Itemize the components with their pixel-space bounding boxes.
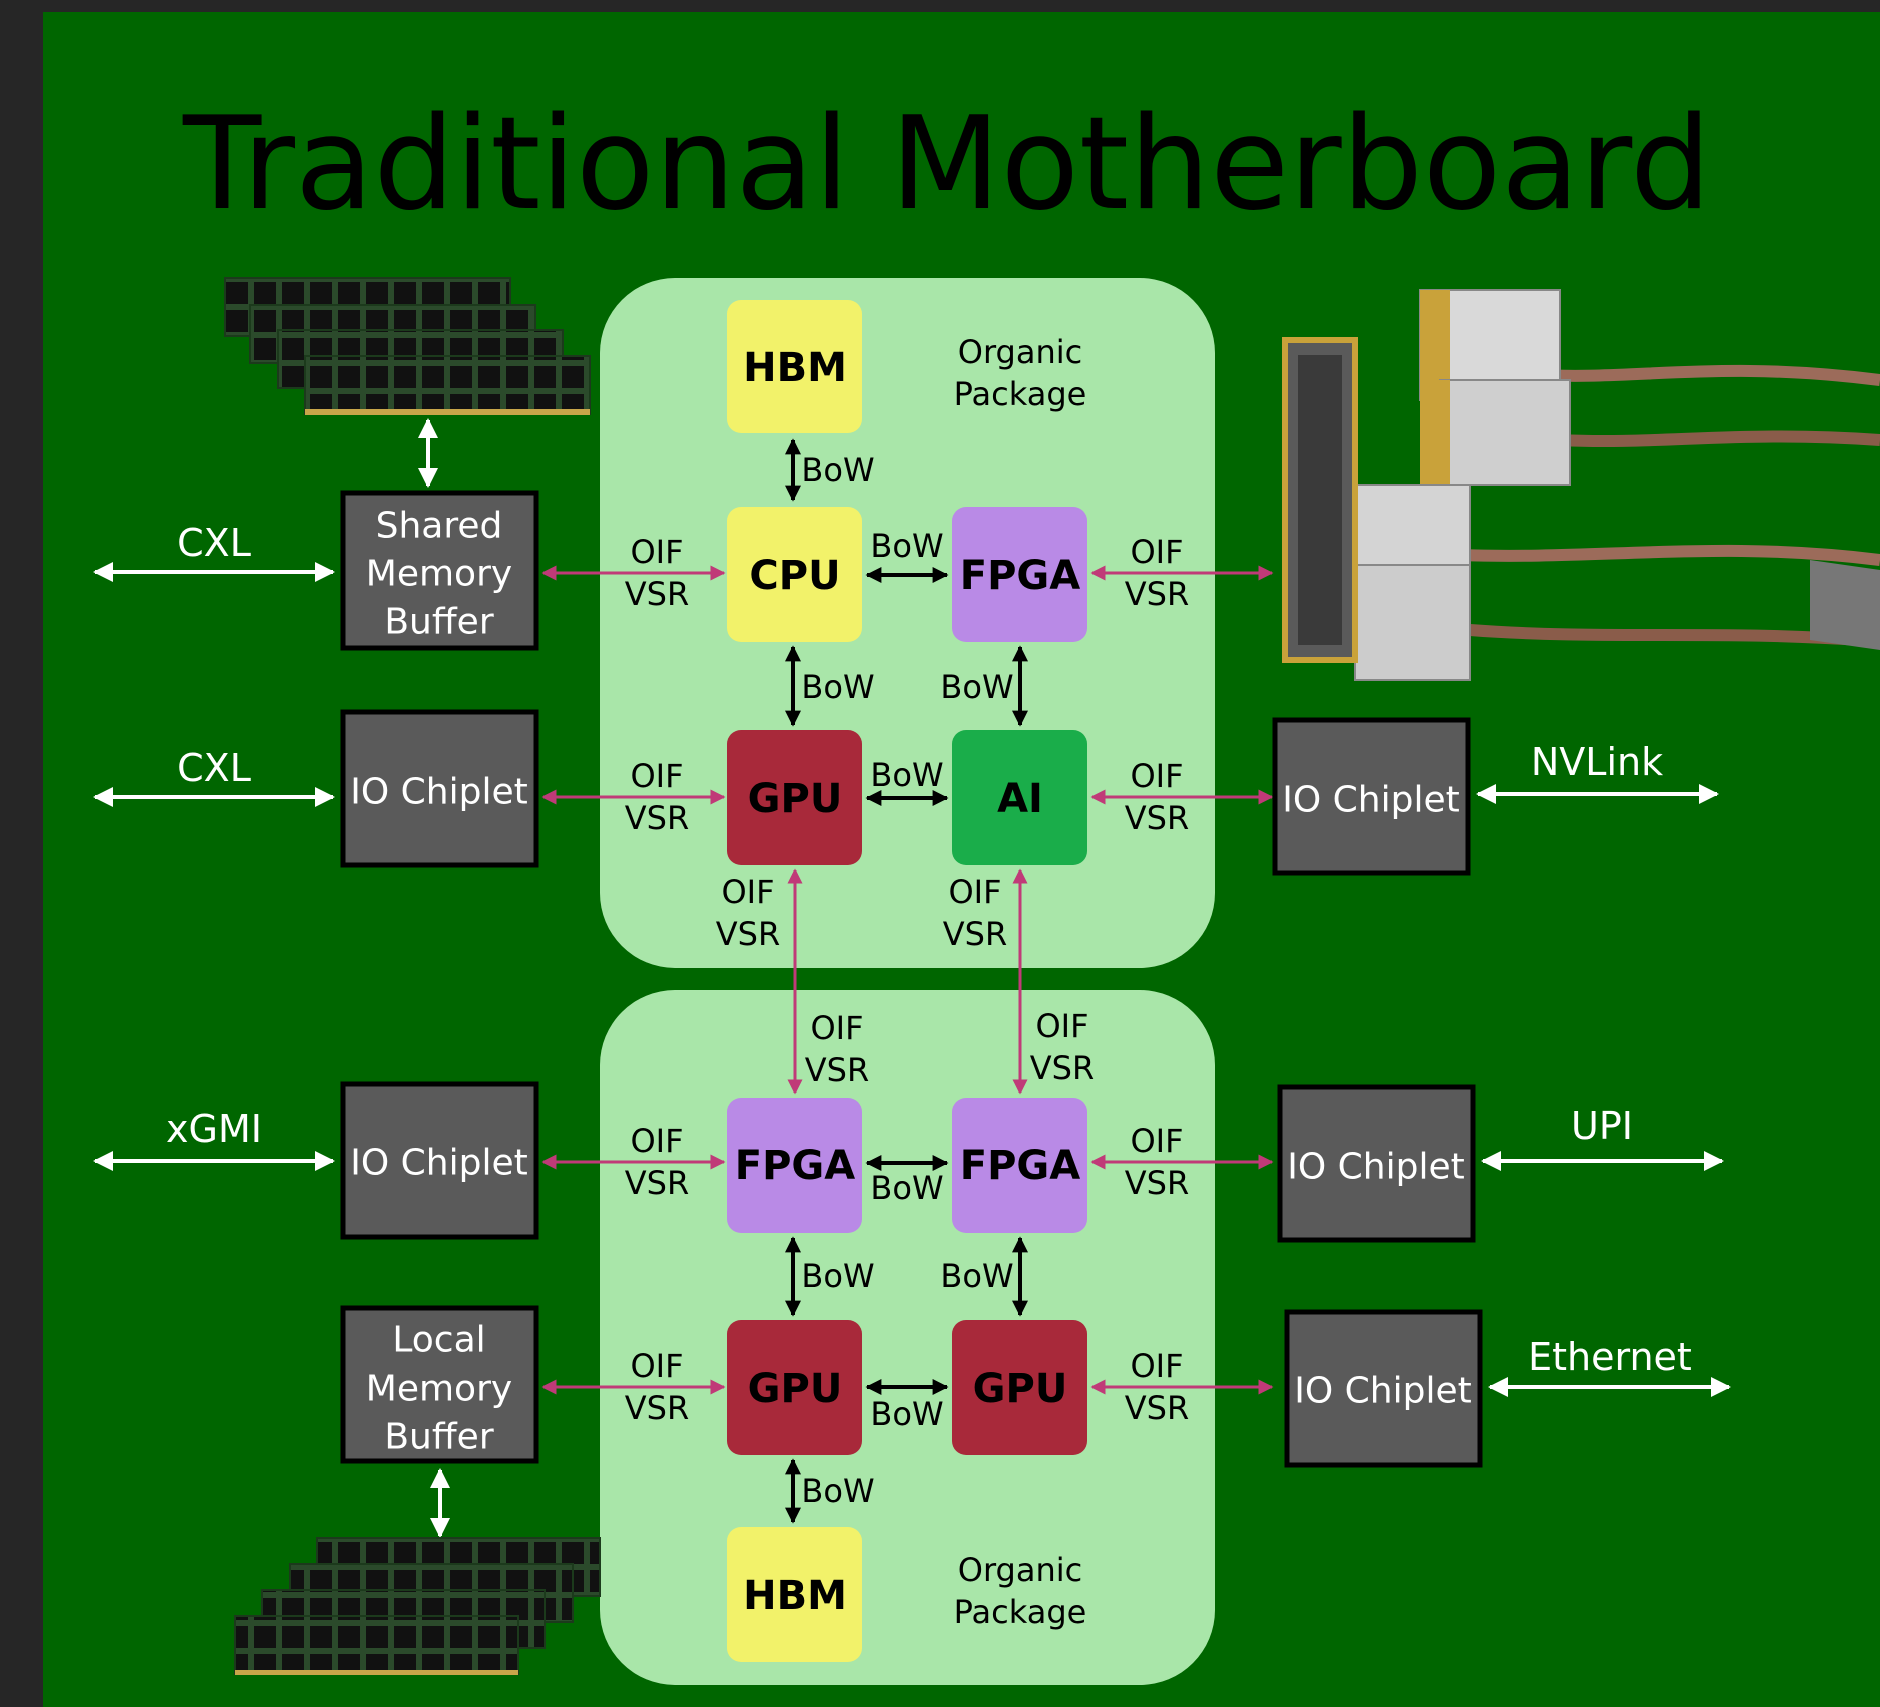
svg-text:OIF: OIF (1130, 757, 1183, 795)
dram-module-icon (225, 278, 590, 415)
svg-text:VSR: VSR (716, 915, 780, 953)
io-chiplet-left-1: IO Chiplet (343, 712, 536, 865)
svg-text:GPU: GPU (748, 776, 843, 822)
svg-text:GPU: GPU (748, 1366, 843, 1412)
svg-text:FPGA: FPGA (735, 1143, 855, 1189)
svg-text:OIF: OIF (721, 873, 774, 911)
svg-text:Local: Local (392, 1320, 485, 1361)
package-label-top-line2: Package (954, 375, 1087, 413)
svg-text:VSR: VSR (625, 1164, 689, 1202)
svg-text:VSR: VSR (625, 799, 689, 837)
upi-label: UPI (1571, 1104, 1633, 1148)
io-chiplet-right-2: IO Chiplet (1280, 1087, 1473, 1240)
organic-package-top (600, 278, 1215, 968)
svg-text:FPGA: FPGA (960, 1143, 1080, 1189)
svg-text:VSR: VSR (805, 1051, 869, 1089)
shared-memory-buffer: Shared Memory Buffer (343, 493, 536, 648)
bow-label: BoW (801, 1472, 874, 1510)
svg-text:OIF: OIF (630, 533, 683, 571)
svg-text:HBM: HBM (743, 345, 847, 391)
svg-text:HBM: HBM (743, 1573, 847, 1619)
package-label-top-line1: Organic (958, 333, 1082, 371)
bow-label: BoW (801, 1257, 874, 1295)
svg-text:FPGA: FPGA (960, 553, 1080, 599)
svg-text:VSR: VSR (625, 575, 689, 613)
nvlink-label: NVLink (1531, 740, 1663, 784)
svg-text:VSR: VSR (1030, 1049, 1094, 1087)
svg-text:Buffer: Buffer (384, 602, 493, 643)
package-label-bottom-line2: Package (954, 1593, 1087, 1631)
io-chiplet-left-2: IO Chiplet (343, 1084, 536, 1237)
io-chiplet-right-3: IO Chiplet (1287, 1312, 1480, 1465)
svg-text:OIF: OIF (1035, 1007, 1088, 1045)
chip-ai: AI (952, 730, 1087, 865)
svg-text:Memory: Memory (366, 1369, 512, 1410)
svg-text:OIF: OIF (630, 1347, 683, 1385)
chip-hbm-bottom: HBM (727, 1527, 862, 1662)
chip-gpu-top: GPU (727, 730, 862, 865)
svg-text:OIF: OIF (1130, 1347, 1183, 1385)
svg-text:OIF: OIF (810, 1009, 863, 1047)
svg-text:VSR: VSR (1125, 1164, 1189, 1202)
svg-text:OIF: OIF (948, 873, 1001, 911)
bow-label: BoW (870, 756, 943, 794)
ethernet-label: Ethernet (1528, 1335, 1692, 1379)
dram-module-icon (235, 1538, 600, 1675)
io-chiplet-right-1: IO Chiplet (1275, 720, 1468, 873)
svg-text:Memory: Memory (366, 554, 512, 595)
package-label-bottom-line1: Organic (958, 1551, 1082, 1589)
svg-text:VSR: VSR (1125, 799, 1189, 837)
svg-text:VSR: VSR (1125, 1389, 1189, 1427)
bow-label: BoW (870, 1169, 943, 1207)
svg-text:CPU: CPU (749, 553, 840, 599)
svg-text:AI: AI (997, 776, 1043, 822)
chip-fpga-top: FPGA (952, 507, 1087, 642)
svg-text:IO Chiplet: IO Chiplet (350, 1143, 527, 1184)
bow-label: BoW (870, 1395, 943, 1433)
svg-text:IO Chiplet: IO Chiplet (1287, 1147, 1464, 1188)
svg-text:OIF: OIF (1130, 533, 1183, 571)
xgmi-label: xGMI (166, 1107, 262, 1151)
bow-label: BoW (870, 527, 943, 565)
svg-text:VSR: VSR (1125, 575, 1189, 613)
chip-gpu-bottom-right: GPU (952, 1320, 1087, 1455)
chip-fpga-bottom-left: FPGA (727, 1098, 862, 1233)
cable-connector-icon (1285, 290, 1880, 680)
local-memory-buffer: Local Memory Buffer (343, 1308, 536, 1461)
cxl-label: CXL (177, 746, 251, 790)
bow-label: BoW (940, 668, 1013, 706)
svg-text:OIF: OIF (630, 1122, 683, 1160)
svg-text:IO Chiplet: IO Chiplet (1282, 780, 1459, 821)
chip-cpu: CPU (727, 507, 862, 642)
svg-text:VSR: VSR (625, 1389, 689, 1427)
organic-package-bottom (600, 990, 1215, 1685)
cxl-label: CXL (177, 521, 251, 565)
bow-label: BoW (801, 451, 874, 489)
svg-text:VSR: VSR (943, 915, 1007, 953)
svg-text:IO Chiplet: IO Chiplet (350, 772, 527, 813)
chip-hbm-top: HBM (727, 300, 862, 433)
svg-text:GPU: GPU (973, 1366, 1068, 1412)
bow-label: BoW (801, 668, 874, 706)
svg-text:OIF: OIF (630, 757, 683, 795)
svg-text:IO Chiplet: IO Chiplet (1294, 1371, 1471, 1412)
svg-text:Shared: Shared (376, 506, 503, 547)
chip-fpga-bottom-right: FPGA (952, 1098, 1087, 1233)
page-title: Traditional Motherboard (182, 90, 1711, 239)
chip-gpu-bottom-left: GPU (727, 1320, 862, 1455)
svg-text:Buffer: Buffer (384, 1417, 493, 1458)
bow-label: BoW (940, 1257, 1013, 1295)
svg-text:OIF: OIF (1130, 1122, 1183, 1160)
